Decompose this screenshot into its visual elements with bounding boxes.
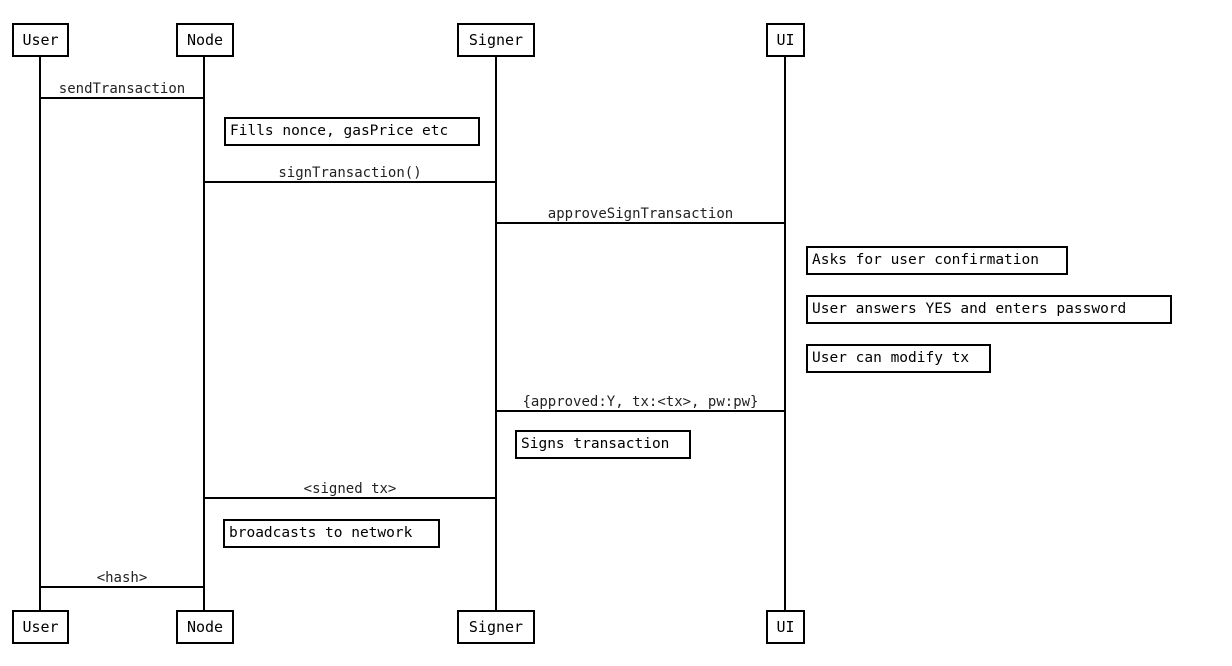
participant-label: User	[22, 30, 59, 49]
message-line-m2	[203, 181, 497, 183]
message-line-m3	[495, 222, 786, 224]
participant-label: Node	[186, 30, 224, 49]
participant-head-node[interactable]: Node	[176, 23, 234, 57]
message-label-m6: <hash>	[96, 570, 148, 586]
lifeline-ui	[784, 57, 786, 610]
lifeline-node	[203, 57, 205, 610]
note-n4[interactable]: User can modify tx	[806, 344, 991, 373]
note-n1[interactable]: Fills nonce, gasPrice etc	[224, 117, 480, 146]
lifeline-user	[39, 57, 41, 610]
participant-label: Signer	[468, 617, 524, 636]
participant-label: UI	[776, 617, 795, 636]
participant-label: UI	[776, 30, 795, 49]
note-n3[interactable]: User answers YES and enters password	[806, 295, 1172, 324]
message-line-m4	[495, 410, 786, 412]
message-label-m4: {approved:Y, tx:<tx>, pw:pw}	[522, 394, 759, 410]
message-label-m3: approveSignTransaction	[547, 206, 734, 222]
note-text: Signs transaction	[521, 436, 670, 453]
note-n6[interactable]: broadcasts to network	[223, 519, 440, 548]
participant-foot-ui[interactable]: UI	[766, 610, 805, 644]
message-label-m2: signTransaction()	[278, 165, 422, 181]
participant-head-user[interactable]: User	[12, 23, 69, 57]
message-line-m5	[203, 497, 497, 499]
note-text: User can modify tx	[812, 350, 970, 367]
participant-head-ui[interactable]: UI	[766, 23, 805, 57]
participant-foot-signer[interactable]: Signer	[457, 610, 535, 644]
participant-label: Node	[186, 617, 224, 636]
note-n5[interactable]: Signs transaction	[515, 430, 691, 459]
message-line-m1	[39, 97, 205, 99]
participant-head-signer[interactable]: Signer	[457, 23, 535, 57]
message-label-m5: <signed tx>	[303, 481, 397, 497]
message-label-m1: sendTransaction	[58, 81, 186, 97]
lifeline-signer	[495, 57, 497, 610]
message-line-m6	[39, 586, 205, 588]
participant-label: Signer	[468, 30, 524, 49]
participant-foot-node[interactable]: Node	[176, 610, 234, 644]
note-text: broadcasts to network	[229, 525, 413, 542]
note-n2[interactable]: Asks for user confirmation	[806, 246, 1068, 275]
note-text: User answers YES and enters password	[812, 301, 1127, 318]
note-text: Fills nonce, gasPrice etc	[230, 123, 449, 140]
participant-foot-user[interactable]: User	[12, 610, 69, 644]
participant-label: User	[22, 617, 59, 636]
note-text: Asks for user confirmation	[812, 252, 1039, 269]
